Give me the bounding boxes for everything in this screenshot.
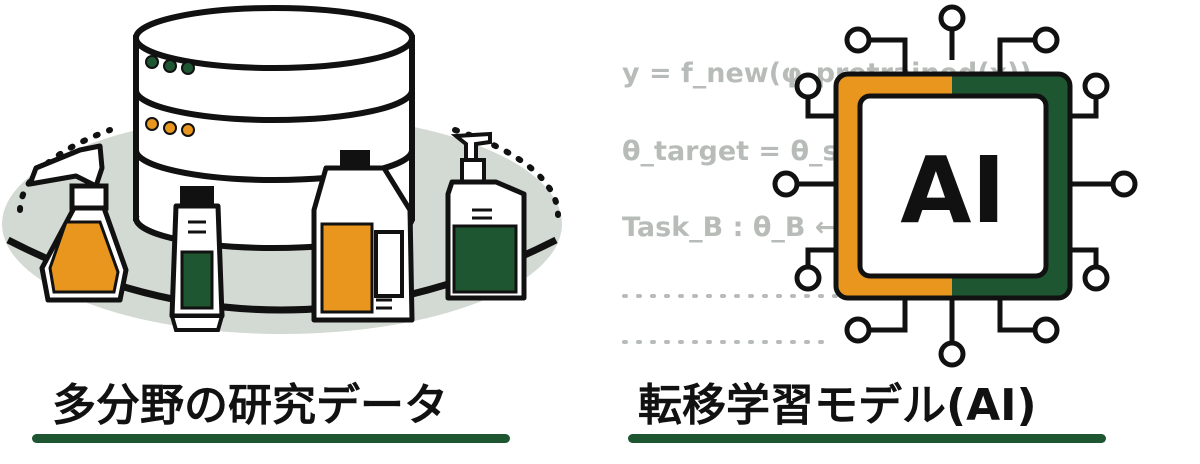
caption-underline-right xyxy=(628,434,1106,443)
caption-research-data: 多分野の研究データ xyxy=(52,380,448,431)
detergent-jug-icon xyxy=(311,150,415,323)
tube-icon xyxy=(169,186,225,332)
caption-underline-left xyxy=(32,434,510,443)
ai-chip-label: AI xyxy=(900,137,1005,244)
caption-transfer-learning-model: 転移学習モデル(AI) xyxy=(638,380,1037,431)
dotted-arc-right xyxy=(452,127,561,218)
spray-bottle-icon xyxy=(27,143,129,303)
pump-bottle-icon xyxy=(445,131,527,301)
dotted-arc-left xyxy=(17,127,113,213)
ai-chip-icon xyxy=(772,4,1138,368)
research-data-illustration xyxy=(2,5,562,334)
ai-model-illustration: y = f_new(φ_pretrained(x)) θ_target = θ_… xyxy=(622,4,1138,368)
